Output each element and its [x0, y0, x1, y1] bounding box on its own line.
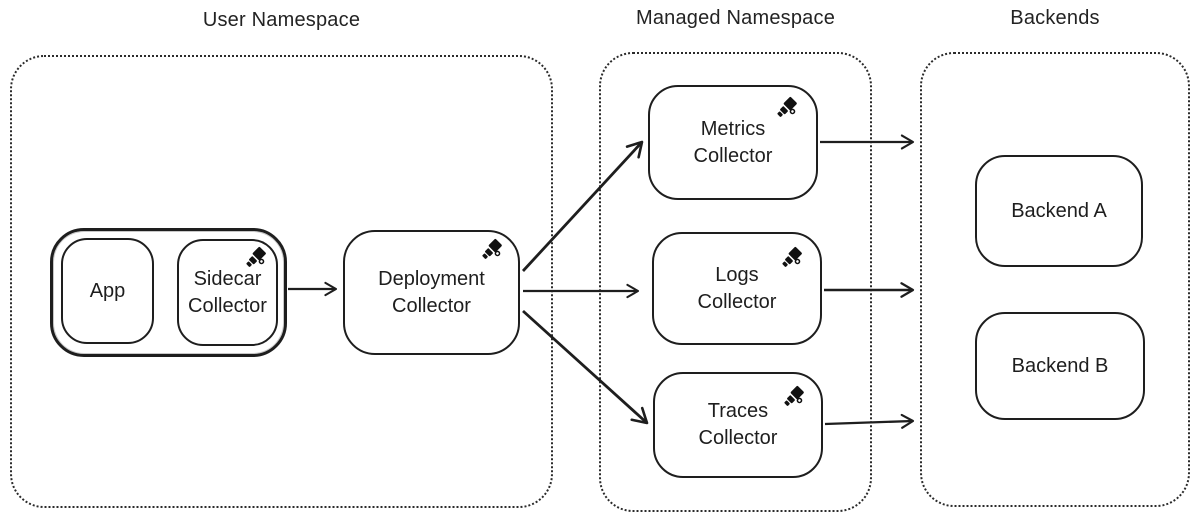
user-namespace-container: [10, 55, 553, 508]
node-metrics-collector-label: Metrics Collector: [693, 117, 773, 167]
telescope-icon: [246, 246, 266, 267]
managed-namespace-container: [599, 52, 872, 512]
user-namespace-title: User Namespace: [202, 9, 361, 31]
node-sidecar-collector-label: Sidecar Collector: [188, 267, 267, 317]
telescope-icon: [777, 96, 797, 117]
node-traces-collector-label: Traces Collector: [698, 400, 778, 449]
telescope-icon: [782, 246, 802, 267]
node-backend-a: Backend A: [975, 155, 1143, 267]
edge-traces-to-backends: [824, 413, 915, 429]
backends-title: Backends: [1010, 7, 1100, 29]
node-logs-collector-label: Logs Collector: [697, 263, 777, 313]
node-backend-b-label: Backend B: [1011, 354, 1109, 377]
node-traces-collector: Traces Collector: [653, 372, 823, 478]
node-backend-b: Backend B: [975, 312, 1145, 420]
node-app: App: [61, 238, 154, 344]
edge-deployment-to-metrics: [521, 140, 644, 272]
managed-namespace-title: Managed Namespace: [635, 7, 836, 29]
node-deployment-collector-label: Deployment Collector: [378, 267, 485, 317]
node-app-label: App: [89, 279, 126, 302]
node-logs-collector: Logs Collector: [652, 232, 822, 345]
node-backend-a-label: Backend A: [1011, 199, 1107, 222]
node-deployment-collector: Deployment Collector: [343, 230, 520, 355]
node-metrics-collector: Metrics Collector: [648, 85, 818, 200]
backends-container: [920, 52, 1190, 507]
node-sidecar-collector: Sidecar Collector: [177, 239, 278, 346]
telescope-icon: [784, 385, 804, 406]
edge-deployment-to-traces: [522, 309, 649, 425]
telescope-icon: [482, 238, 502, 259]
